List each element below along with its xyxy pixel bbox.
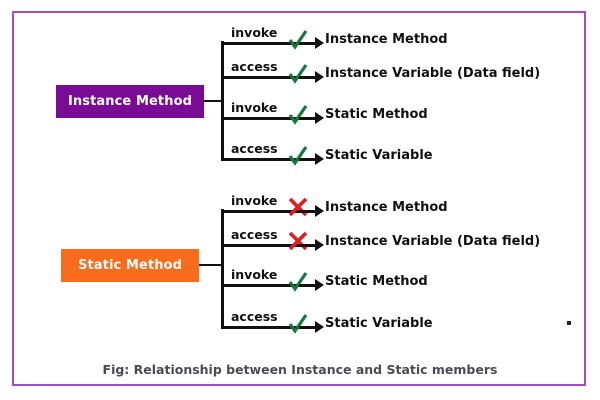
target-label: Static Variable xyxy=(325,316,433,331)
branch-relation-label: invoke xyxy=(231,25,278,40)
branch-line xyxy=(221,117,299,120)
target-label: Static Variable xyxy=(325,148,433,163)
source-box-instance-method-label: Instance Method xyxy=(67,94,193,109)
connector-trunk-static xyxy=(221,209,224,328)
check-icon xyxy=(287,270,309,292)
cross-icon xyxy=(287,196,309,218)
branch-relation-label: access xyxy=(231,59,278,74)
connector-stub-static xyxy=(199,264,223,266)
arrow-shaft xyxy=(299,284,317,287)
branch-relation-label: invoke xyxy=(231,193,278,208)
arrow-shaft xyxy=(299,210,317,213)
check-icon xyxy=(287,144,309,166)
branch-line xyxy=(221,42,299,45)
target-label: Instance Method xyxy=(325,32,448,47)
branch-row: access Static Variable xyxy=(221,308,591,334)
stray-dot-artifact xyxy=(567,321,571,325)
arrow-head-icon xyxy=(315,153,324,165)
source-box-static-method-label: Static Method xyxy=(77,258,182,273)
branch-row: invoke Static Method xyxy=(221,266,591,292)
connector-stub-instance xyxy=(204,100,223,102)
arrow-head-icon xyxy=(315,37,324,49)
figure-caption: Fig: Relationship between Instance and S… xyxy=(102,362,498,377)
branch-relation-label: invoke xyxy=(231,100,278,115)
branch-relation-label: access xyxy=(231,309,278,324)
branch-relation-label: access xyxy=(231,227,278,242)
source-box-static-method[interactable]: Static Method xyxy=(61,249,199,282)
connector-trunk-instance xyxy=(221,41,224,161)
arrow-head-icon xyxy=(315,205,324,217)
check-icon xyxy=(287,312,309,334)
arrow-head-icon xyxy=(315,279,324,291)
arrow-shaft xyxy=(299,244,317,247)
cross-icon xyxy=(287,230,309,252)
target-label: Instance Variable (Data field) xyxy=(325,66,541,81)
source-box-instance-method[interactable]: Instance Method xyxy=(56,85,204,118)
diagram-border-frame xyxy=(12,11,586,386)
target-label: Static Method xyxy=(325,107,428,122)
arrow-head-icon xyxy=(315,321,324,333)
arrow-shaft xyxy=(299,158,317,161)
branch-relation-label: invoke xyxy=(231,267,278,282)
branch-line xyxy=(221,210,299,213)
branch-line xyxy=(221,326,299,329)
branch-row: invoke Static Method xyxy=(221,99,591,125)
branch-row: access Instance Variable (Data field) xyxy=(221,58,591,84)
check-icon xyxy=(287,62,309,84)
branch-row: access Static Variable xyxy=(221,140,591,166)
branch-line xyxy=(221,284,299,287)
branch-line xyxy=(221,76,299,79)
branch-row: invoke Instance Method xyxy=(221,192,591,217)
target-label: Static Method xyxy=(325,274,428,289)
branch-relation-label: access xyxy=(231,141,278,156)
branch-line xyxy=(221,158,299,161)
target-label: Instance Variable (Data field) xyxy=(325,234,541,249)
branch-line xyxy=(221,244,299,247)
branch-row: invoke Instance Method xyxy=(221,24,591,50)
arrow-shaft xyxy=(299,42,317,45)
arrow-head-icon xyxy=(315,239,324,251)
check-icon xyxy=(287,103,309,125)
branch-row: access Instance Variable (Data field) xyxy=(221,226,591,251)
arrow-head-icon xyxy=(315,112,324,124)
arrow-shaft xyxy=(299,326,317,329)
check-icon xyxy=(287,28,309,50)
arrow-shaft xyxy=(299,117,317,120)
target-label: Instance Method xyxy=(325,200,448,215)
arrow-head-icon xyxy=(315,71,324,83)
arrow-shaft xyxy=(299,76,317,79)
